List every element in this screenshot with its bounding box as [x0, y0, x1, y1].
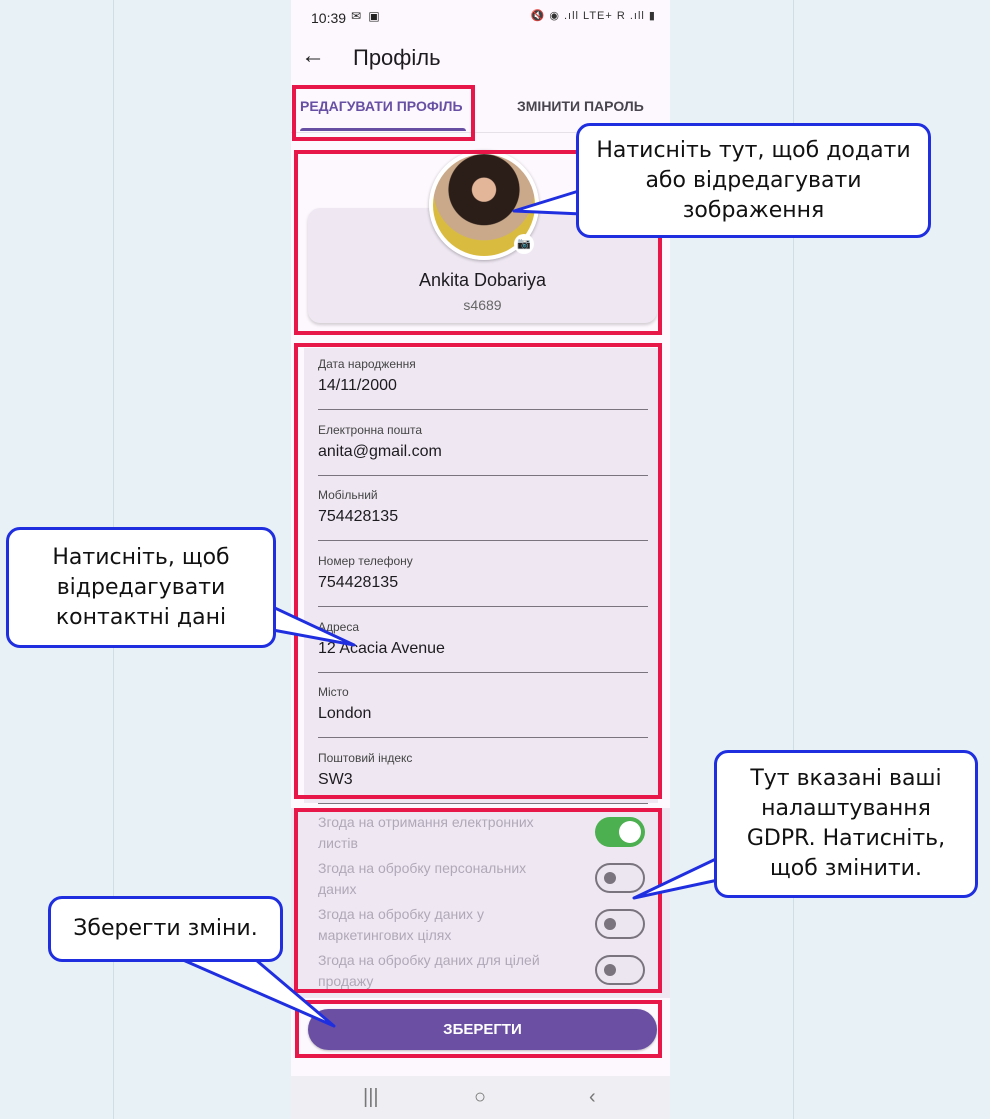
gdpr-sales-toggle[interactable] — [595, 955, 645, 985]
field-label: Дата народження — [318, 357, 416, 371]
field-underline — [318, 672, 648, 673]
contact-form — [304, 348, 658, 803]
field-underline — [318, 606, 648, 607]
page-title: Профіль — [353, 45, 441, 70]
recent-apps-icon[interactable]: ||| — [363, 1086, 379, 1108]
tab-edit-profile[interactable]: РЕДАГУВАТИ ПРОФІЛЬ — [300, 98, 463, 114]
toggle-knob — [604, 964, 616, 976]
field-label: Номер телефону — [318, 554, 413, 568]
save-callout: Зберегти зміни. — [48, 896, 283, 962]
mobile-field[interactable]: Мобільний 754428135 — [318, 488, 648, 552]
gdpr-email-toggle[interactable] — [595, 817, 645, 847]
toggle-knob — [619, 821, 641, 843]
toggle-knob — [604, 918, 616, 930]
field-value: 12 Acacia Avenue — [318, 640, 445, 657]
gdpr-marketing-consent: Згода на обробку даних у маркетингових ц… — [318, 904, 648, 948]
field-label: Електронна пошта — [318, 423, 423, 437]
toggle-knob — [604, 872, 616, 884]
field-underline — [318, 409, 648, 410]
phone-number-field[interactable]: Номер телефону 754428135 — [318, 554, 648, 618]
field-label: Місто — [318, 685, 349, 699]
birth-date-field[interactable]: Дата народження 14/11/2000 — [318, 357, 648, 421]
system-status-icons: 🔇 ◉ .ıll LTE+ R .ıll ▮ — [530, 10, 656, 22]
gdpr-label: Згода на обробку даних у маркетингових ц… — [318, 906, 484, 943]
field-value: anita@gmail.com — [318, 443, 442, 460]
background-guide-line — [793, 0, 794, 1119]
profile-id: s4689 — [463, 297, 502, 313]
field-label: Мобільний — [318, 488, 378, 502]
status-bar: 10:39 ✉ ▣ 🔇 ◉ .ıll LTE+ R .ıll ▮ — [291, 0, 670, 36]
contacts-callout: Натисніть, щоб відредагувати контактні д… — [6, 527, 276, 648]
field-underline — [318, 540, 648, 541]
system-nav-bar: ||| ○ ‹ — [291, 1076, 670, 1119]
phone-screen: 10:39 ✉ ▣ 🔇 ◉ .ıll LTE+ R .ıll ▮ ← Профі… — [291, 0, 670, 1119]
notification-icons: ✉ ▣ — [351, 9, 382, 23]
tab-change-password[interactable]: ЗМІНИТИ ПАРОЛЬ — [517, 98, 644, 114]
field-value: 754428135 — [318, 574, 399, 591]
gdpr-label: Згода на отримання електронних листів — [318, 814, 534, 851]
active-tab-indicator — [300, 128, 466, 131]
gdpr-label: Згода на обробку даних для цілей продажу — [318, 952, 540, 989]
field-value: London — [318, 705, 372, 722]
app-bar: ← Профіль — [291, 36, 670, 80]
field-underline — [318, 737, 648, 738]
field-underline — [318, 803, 648, 804]
gdpr-sales-consent: Згода на обробку даних для цілей продажу — [318, 950, 648, 994]
gdpr-marketing-toggle[interactable] — [595, 909, 645, 939]
gdpr-callout: Тут вказані ваші налаштування GDPR. Нати… — [714, 750, 978, 898]
address-field[interactable]: Адреса 12 Acacia Avenue — [318, 620, 648, 684]
gdpr-personal-data-toggle[interactable] — [595, 863, 645, 893]
field-label: Поштовий індекс — [318, 751, 413, 765]
profile-tabs: РЕДАГУВАТИ ПРОФІЛЬ ЗМІНИТИ ПАРОЛЬ — [291, 84, 670, 133]
camera-icon[interactable]: 📷 — [514, 234, 534, 254]
postcode-field[interactable]: Поштовий індекс SW3 — [318, 751, 648, 815]
gdpr-label: Згода на обробку персональних даних — [318, 860, 527, 897]
email-field[interactable]: Електронна пошта anita@gmail.com — [318, 423, 648, 487]
nav-back-icon[interactable]: ‹ — [589, 1086, 596, 1108]
save-button[interactable]: ЗБЕРЕГТИ — [308, 1009, 657, 1050]
gdpr-email-consent: Згода на отримання електронних листів — [318, 812, 648, 856]
field-value: 14/11/2000 — [318, 377, 397, 394]
image-callout: Натисніть тут, щоб додати або відредагув… — [576, 123, 931, 238]
back-arrow-icon[interactable]: ← — [301, 42, 325, 69]
field-value: 754428135 — [318, 508, 399, 525]
status-time: 10:39 — [311, 10, 347, 26]
field-underline — [318, 475, 648, 476]
gdpr-personal-data-consent: Згода на обробку персональних даних — [318, 858, 648, 902]
field-label: Адреса — [318, 620, 360, 634]
profile-name: Ankita Dobariya — [418, 270, 547, 290]
home-icon[interactable]: ○ — [474, 1086, 487, 1108]
city-field[interactable]: Місто London — [318, 685, 648, 749]
field-value: SW3 — [318, 771, 353, 788]
